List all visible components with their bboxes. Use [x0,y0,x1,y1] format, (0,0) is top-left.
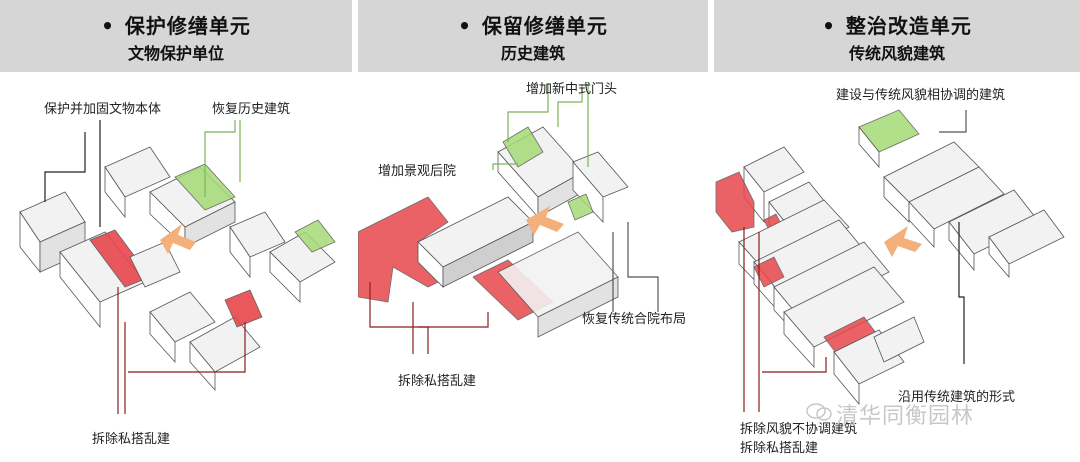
label-courtyard: 增加景观后院 [378,164,457,179]
panel-header: • 保留修缮单元 历史建筑 [358,0,708,72]
label-gate: 增加新中式门头 [526,82,618,97]
panel-header: • 保护修缮单元 文物保护单位 [0,0,352,72]
label-demolish-style: 拆除风貌不协调建筑 [740,422,858,437]
label-harmonize: 建设与传统风貌相协调的建筑 [836,88,1006,103]
renovation-diagram [715,109,1065,412]
panel-retention: • 保留修缮单元 历史建筑 [358,0,708,462]
label-layout: 恢复传统合院布局 [582,312,687,327]
panel-subtitle: 传统风貌建筑 [848,44,945,63]
panel-subtitle: 历史建筑 [500,44,565,63]
bullet: • [101,14,115,38]
label-form: 沿用传统建筑的形式 [898,390,1016,405]
panel-protection: • 保护修缮单元 文物保护单位 [0,0,352,462]
label-protect: 保护并加固文物本体 [44,102,162,117]
protection-diagram [19,120,336,414]
label-demolish: 拆除私搭乱建 [92,432,171,447]
label-demolish: 拆除私搭乱建 [740,441,819,456]
panel-subtitle: 文物保护单位 [127,44,224,63]
label-restore: 恢复历史建筑 [212,102,291,117]
bullet: • [458,14,472,38]
retention-diagram [358,84,659,354]
watermark: 清华同衡园林 [836,404,975,429]
panel-title: 整治改造单元 [845,14,972,38]
panel-title: 保留修缮单元 [481,14,608,38]
panel-header: • 整治改造单元 传统风貌建筑 [714,0,1080,72]
bullet: • [822,14,836,38]
label-demolish: 拆除私搭乱建 [398,374,477,389]
wechat-icon [806,403,832,421]
panel-renovation: • 整治改造单元 传统风貌建筑 [714,0,1080,462]
panel-title: 保护修缮单元 [124,14,251,38]
